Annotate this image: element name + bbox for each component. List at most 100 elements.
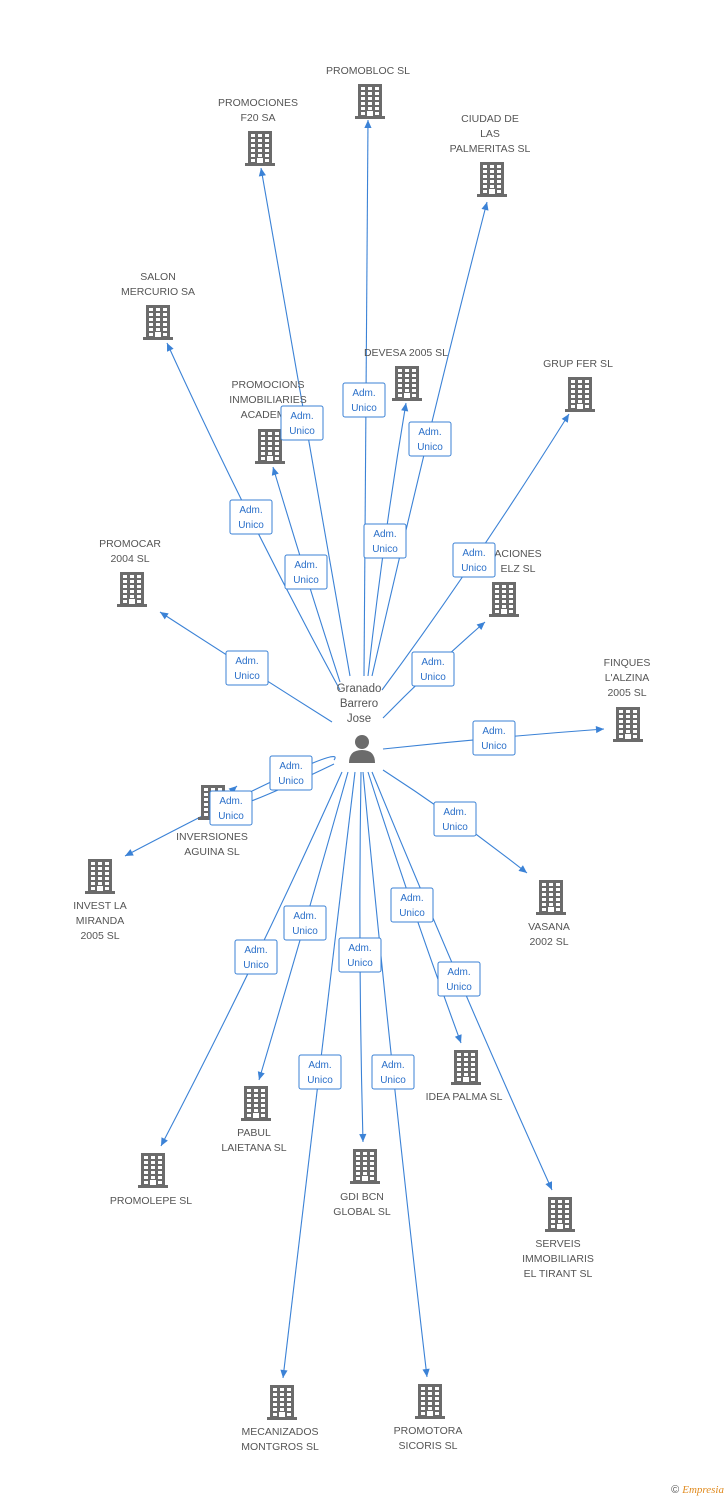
role-label-line: Unico [289,426,315,437]
center-name-line-2: Barrero [340,698,378,710]
role-label-line: Unico [420,672,446,683]
arrowhead-promotora-sicoris [422,1368,430,1377]
arrowhead-grup-fer [561,414,569,423]
role-label-line: Adm. [381,1060,404,1071]
role-label-line: Unico [293,575,319,586]
role-label-line: Unico [372,544,398,555]
company-node-promolepe[interactable]: PROMOLEPE SL [110,1153,192,1207]
role-badge-gdi-bcn-global[interactable]: Adm.Unico [338,937,382,973]
role-badge-promobloc[interactable]: Adm.Unico [342,382,386,418]
role-badge-box [371,1054,415,1090]
role-badge-box [472,720,516,756]
company-label-line: SICORIS SL [399,1440,458,1452]
role-label-line: Unico [399,908,425,919]
building-icon [565,377,595,412]
brand-logo[interactable]: Empresia [682,1484,724,1496]
role-label-line: Adm. [293,911,316,922]
arrowhead-idea-palma [454,1034,462,1043]
role-label-line: Adm. [348,943,371,954]
role-badge-grup-fer[interactable]: Adm.Unico [452,542,496,578]
role-badge-promolepe[interactable]: Adm. Unico [234,939,278,975]
company-node-promotora-sicoris[interactable]: PROMOTORA SICORIS SL [394,1384,463,1452]
copyright-symbol: © [671,1484,680,1496]
role-badge-inversiones-aguina[interactable]: Adm.Unico [209,790,253,826]
arrowhead-invest-miranda [125,849,134,856]
company-label-line: GLOBAL SL [333,1206,391,1218]
role-label-line: Adm. [421,657,444,668]
company-label-line: IMMOBILIARIS [522,1253,594,1265]
role-badge-promocions-academia[interactable]: Adm.Unico [284,554,328,590]
footer-credit: © Empresia [671,1484,724,1496]
role-badge-devesa-2005[interactable]: Adm.Unico [363,523,407,559]
role-badge-finques-alzina[interactable]: Adm.Unico [472,720,516,756]
role-label-line: Adm. [239,505,262,516]
company-label-line: PABUL [237,1127,271,1139]
role-badge-box [229,499,273,535]
company-label-line: PROMOBLOC SL [326,65,410,77]
role-badge-pabul-laietana[interactable]: Adm.Unico [283,905,327,941]
company-node-devesa-2005[interactable]: DEVESA 2005 SL [364,347,448,401]
company-label-line: EL TIRANT SL [524,1268,593,1280]
role-badge-box [283,905,327,941]
company-label-line: 2002 SL [529,936,568,948]
company-label-line: PROMOCIONS [232,379,305,391]
role-badge-serveis-tirant[interactable]: Adm.Unico [437,961,481,997]
role-badge-box [338,937,382,973]
role-badge-promotora-sicoris[interactable]: Adm.Unico [371,1054,415,1090]
role-label-line: Unico [442,822,468,833]
building-icon [477,162,507,197]
company-label-line: PROMOLEPE SL [110,1195,192,1207]
edges-layer [124,119,605,1379]
company-node-idea-palma[interactable]: IDEA PALMA SL [426,1050,503,1103]
company-label-line: PROMOTORA [394,1425,463,1437]
role-badge-ciudad-palmeritas[interactable]: Adm.Unico [408,421,452,457]
role-badge-invest-miranda[interactable]: Adm.Unico [269,755,313,791]
role-badge-box [437,961,481,997]
role-label-line: Unico [243,960,269,971]
building-icon [138,1153,168,1188]
company-node-grup-fer[interactable]: GRUP FER SL [543,358,613,412]
role-badge-promociones-f20[interactable]: Adm.Unico [280,405,324,441]
role-badge-mecanizados-montgros[interactable]: Adm.Unico [298,1054,342,1090]
company-label-line: PROMOCAR [99,538,161,550]
role-badge-aciones-elz[interactable]: Adm. Unico [411,651,455,687]
arrowhead-vasana-2002 [518,865,527,873]
company-label-line: DEVESA 2005 SL [364,347,448,359]
company-label-line: 2005 SL [607,687,646,699]
arrowhead-serveis-tirant [545,1181,552,1190]
company-label-line: INMOBILIARIES [229,394,307,406]
company-node-promobloc[interactable]: PROMOBLOC SL [326,65,410,119]
company-label-line: CIUDAD DE [461,113,519,125]
role-label-line: Unico [351,403,377,414]
role-badge-box [390,887,434,923]
role-badge-box [298,1054,342,1090]
company-label-line: ACIONES [494,548,541,560]
building-icon [355,84,385,119]
building-icon [267,1385,297,1420]
role-badge-vasana-2002[interactable]: Adm.Unico [433,801,477,837]
role-badge-promocar-2004[interactable]: Adm.Unico [225,650,269,686]
arrowhead-pabul-laietana [257,1071,265,1080]
arrowhead-salon-mercurio [167,343,174,352]
center-person[interactable]: Granado Barrero Jose [337,683,382,763]
role-badge-salon-mercurio[interactable]: Adm.Unico [229,499,273,535]
role-badge-idea-palma[interactable]: Adm.Unico [390,887,434,923]
role-badge-box [225,650,269,686]
role-label-line: Adm. [244,945,267,956]
building-icon [245,131,275,166]
role-badge-box [363,523,407,559]
